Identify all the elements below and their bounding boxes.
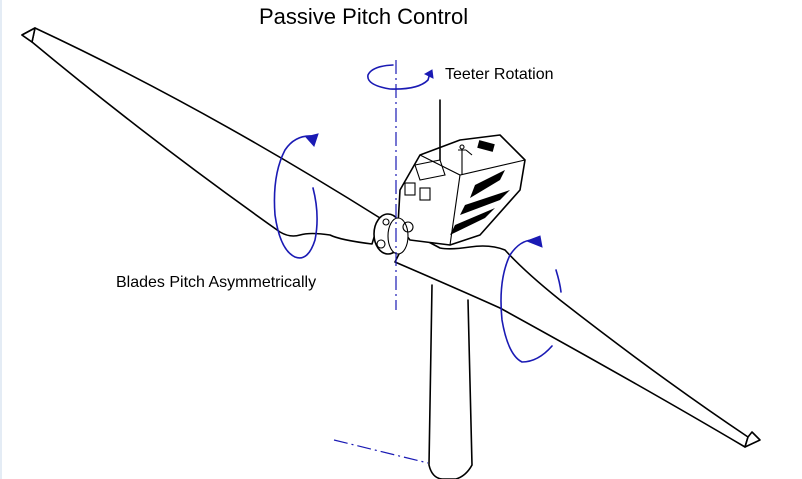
- rotor-blade-right: [21, 27, 761, 448]
- pitch-arrow-left-icon: [273, 133, 319, 259]
- nacelle: [397, 99, 526, 246]
- window-left-edge: [0, 0, 2, 479]
- tower: [428, 284, 473, 479]
- teeter-rotation-label: Teeter Rotation: [445, 66, 554, 83]
- teeter-rotation-arrow-icon: [367, 64, 434, 90]
- diagram-title: Passive Pitch Control: [259, 4, 469, 29]
- rotor-blade-left: [21, 27, 381, 245]
- ground-reference-line: [333, 439, 429, 464]
- blades-pitch-label: Blades Pitch Asymmetrically: [116, 274, 317, 291]
- pitch-arrow-right-icon: [500, 235, 562, 363]
- hub: [373, 213, 414, 255]
